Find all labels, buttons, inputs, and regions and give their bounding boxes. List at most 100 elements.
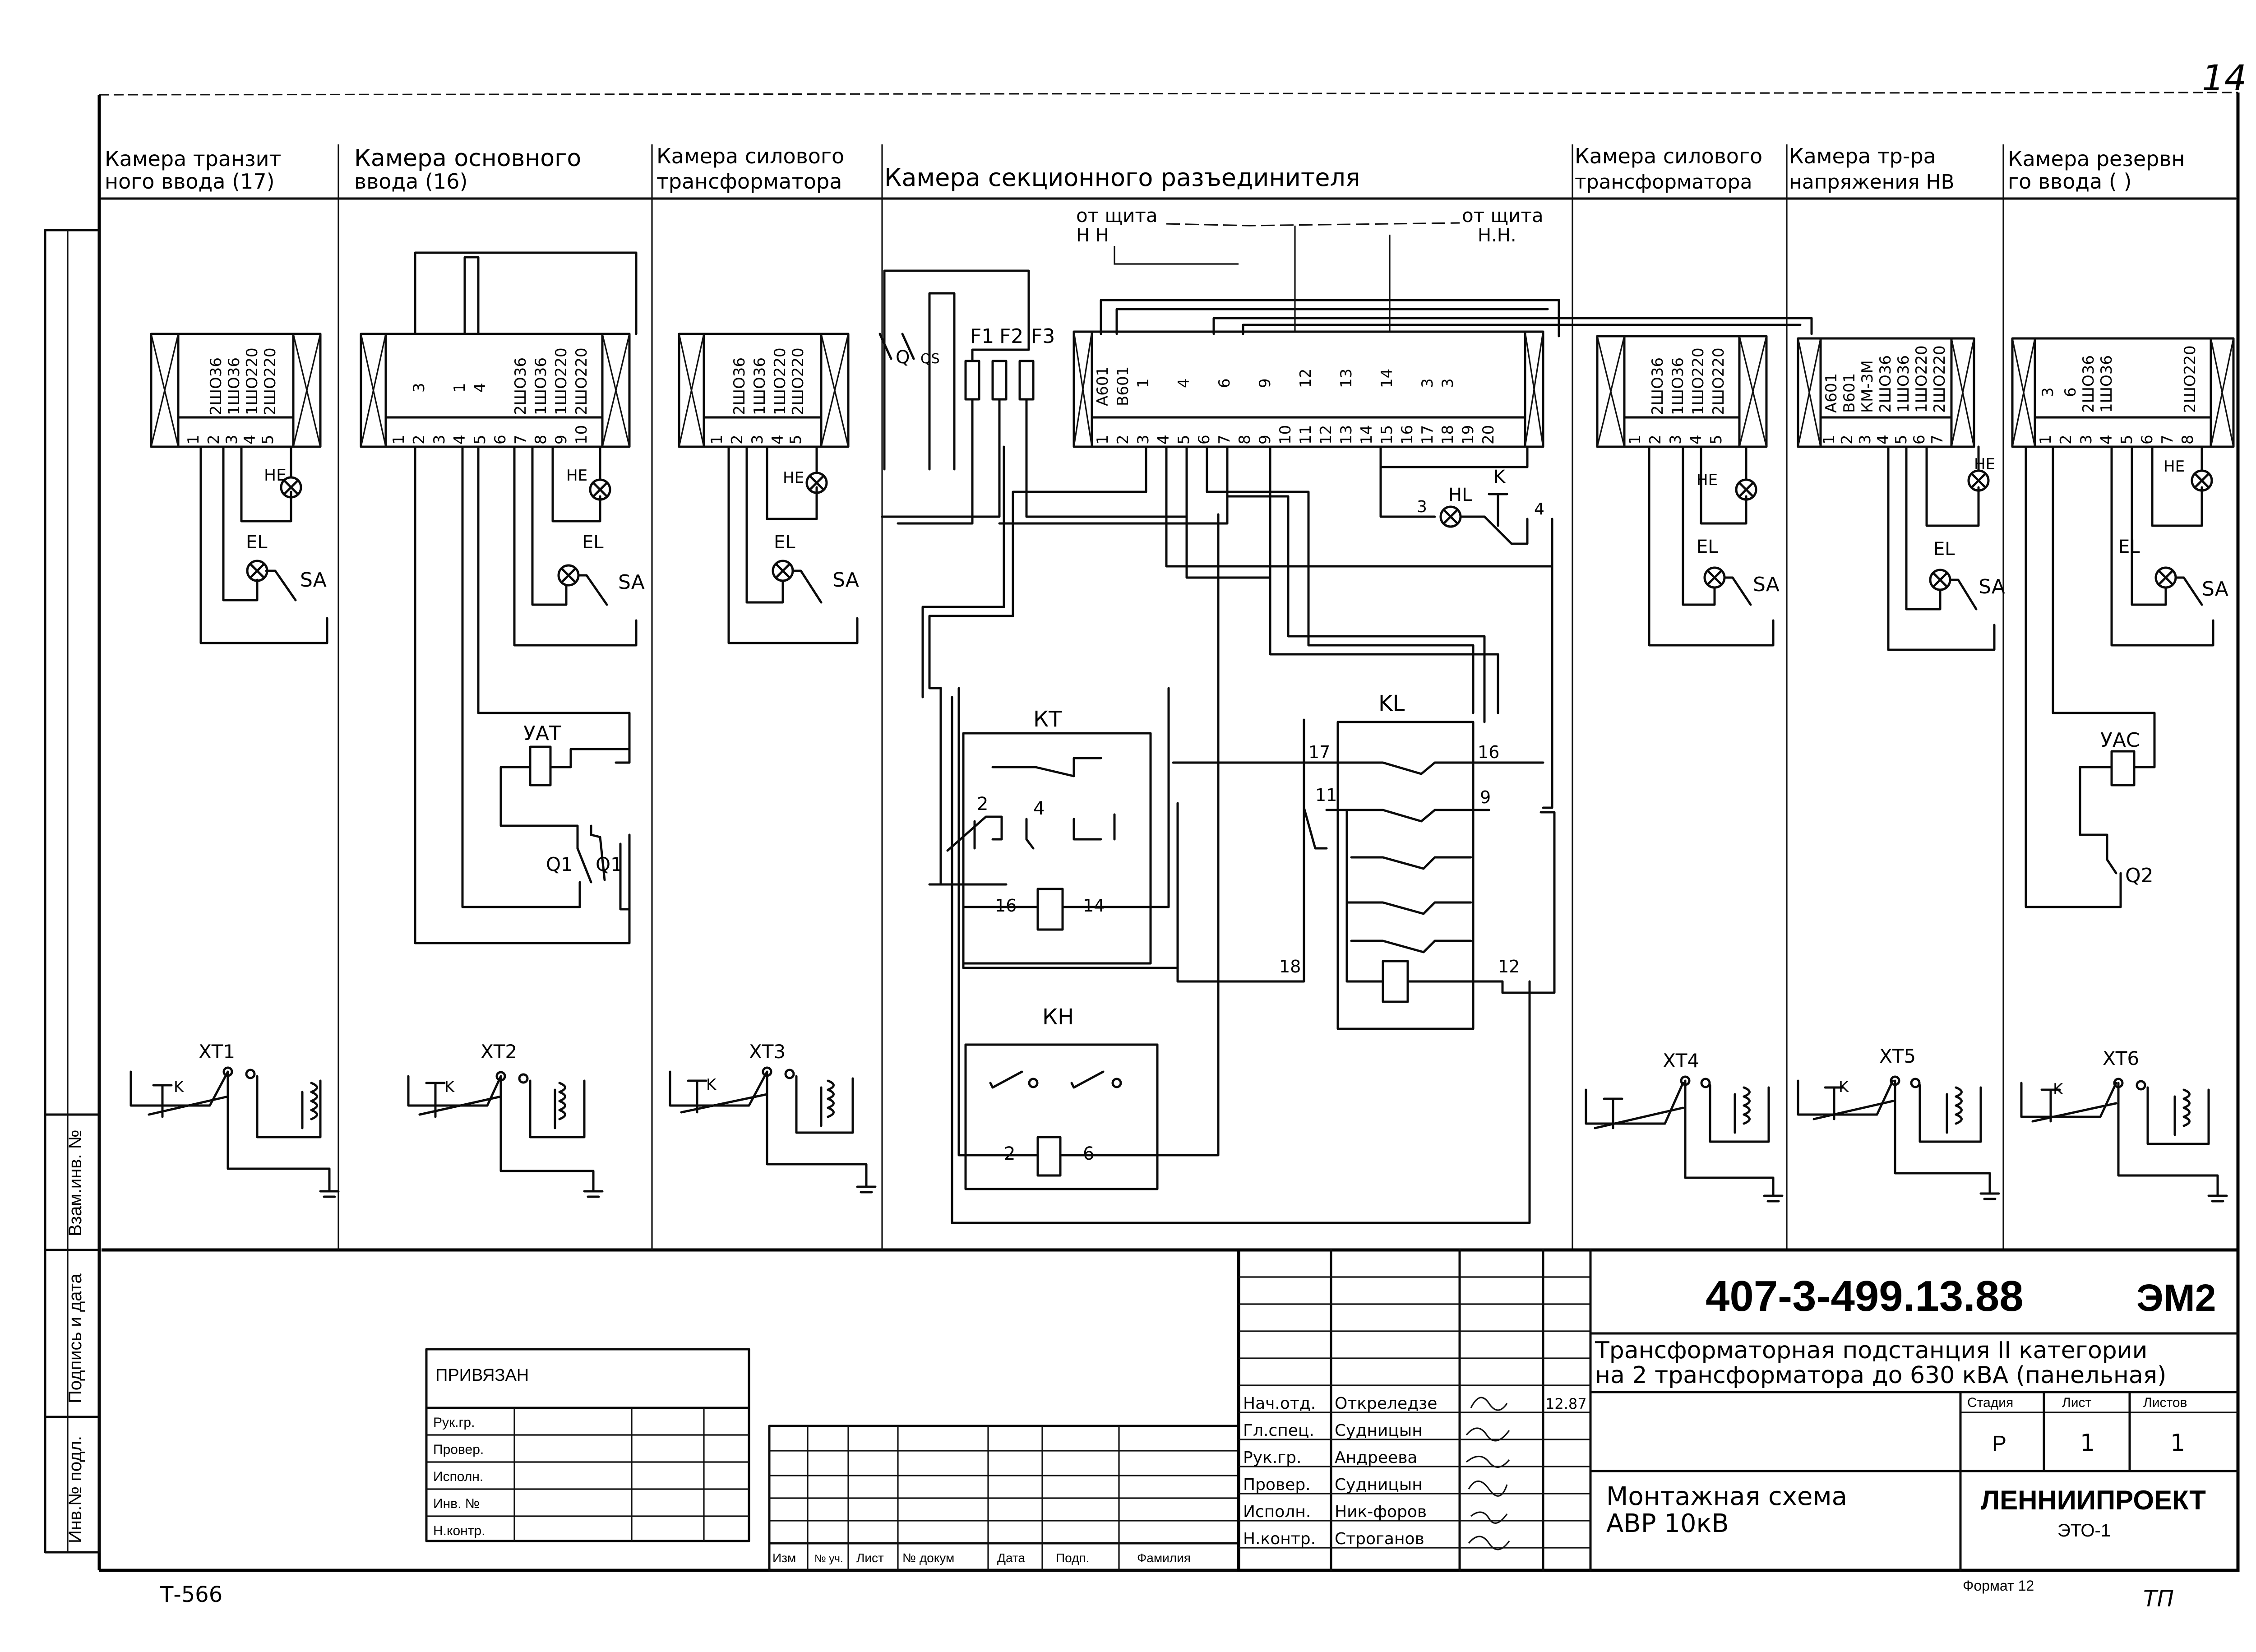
- tb2-num-2: 2: [410, 435, 428, 444]
- kt-label: КТ: [1033, 707, 1062, 732]
- tb4-num-15: 15: [1378, 425, 1396, 444]
- tb6-num-7: 7: [1928, 435, 1946, 444]
- terminal-block-1: [150, 333, 322, 448]
- tb4-wire-14: 14: [1378, 369, 1396, 388]
- he-label-1: НЕ: [264, 466, 287, 485]
- tb5-wire-1: 2ШО36: [1649, 357, 1667, 415]
- xt5-label: ХТ5: [1879, 1045, 1916, 1067]
- tb7-wire-1: 3: [2039, 387, 2057, 397]
- lamp-assemblies: НЕ EL SA НЕ EL SA НЕ EL SA НЕ: [199, 445, 2228, 651]
- sa-label-7: SA: [2202, 578, 2228, 601]
- sa-label-2: SA: [618, 571, 645, 594]
- tb1-num-4: 4: [241, 435, 259, 444]
- header-main-2: ввода (16): [354, 169, 467, 194]
- column-headers: Камера транзит ного ввода (17) Камера ос…: [105, 144, 2185, 194]
- header-vt-1: Камера тр-ра: [1789, 144, 1936, 168]
- sectional-wiring: [921, 445, 1556, 994]
- he-label-3: НЕ: [783, 469, 804, 487]
- name-3: Андреева: [1335, 1448, 1417, 1467]
- pin-2-kh: 2: [1004, 1143, 1015, 1164]
- tb2-num-4: 4: [451, 435, 469, 444]
- tb7-num-3: 3: [2077, 435, 2095, 444]
- side-stamp: Инв.№ подл. Подпись и дата Взам.инв. №: [44, 229, 101, 1554]
- sheet-value: 1: [2080, 1430, 2095, 1457]
- uac-label: УАС: [2100, 729, 2140, 752]
- tb6-num-1: 1: [1820, 435, 1838, 444]
- tb1-wire-4: 2ШО220: [261, 347, 279, 415]
- sheet-code: ЭМ2: [2136, 1277, 2216, 1319]
- tb7-num-2: 2: [2057, 435, 2075, 444]
- tb4-wire-12: 12: [1297, 369, 1315, 388]
- tb4-num-9: 9: [1256, 435, 1274, 444]
- header-transit-1: Камера транзит: [105, 147, 281, 171]
- sa-label-1: SA: [300, 569, 327, 592]
- pin-6-kh: 6: [1083, 1143, 1094, 1164]
- tb7-wire-4: 1ШО36: [2098, 355, 2116, 413]
- bound-row-3: Исполн.: [433, 1469, 483, 1484]
- kl-label: KL: [1378, 691, 1405, 716]
- sheets-head: Листов: [2143, 1395, 2187, 1410]
- pin-14-kt: 14: [1083, 896, 1105, 916]
- sheet-code-bottom-right: ТП: [2143, 1586, 2174, 1612]
- uac-circuit: УАС Q2: [2025, 445, 2156, 908]
- tb4-num-17: 17: [1419, 425, 1437, 444]
- header-reserve-2: го ввода ( ): [2008, 169, 2131, 194]
- tb4-wire-6: 6: [1216, 378, 1234, 388]
- date: 12.87: [1545, 1395, 1587, 1412]
- tb4-wire-1: 1: [1134, 378, 1152, 388]
- stage-head: Стадия: [1967, 1395, 2013, 1410]
- tb7-num-4: 4: [2098, 435, 2116, 444]
- tb4-num-8: 8: [1236, 435, 1254, 444]
- name-5: Ник-форов: [1335, 1503, 1427, 1521]
- header-transit-2: ного ввода (17): [105, 169, 275, 194]
- disconnector-and-fuses: Q QS F1 F2 F3: [878, 292, 1229, 525]
- col-sign: Подп.: [1056, 1551, 1089, 1565]
- sheets-value: 1: [2170, 1430, 2185, 1457]
- note-from-panel-1: от щита: [1076, 204, 1158, 227]
- tb4-wire-13: 13: [1337, 369, 1355, 388]
- tb6-num-5: 5: [1892, 435, 1910, 444]
- el-label-3: EL: [774, 532, 795, 553]
- stage-value: Р: [1992, 1432, 2006, 1456]
- page-number: 14: [2202, 58, 2247, 99]
- tb3-num-4: 4: [769, 435, 787, 444]
- title-block: Нач.отд. Гл.спец. Рук.гр. Провер. Исполн…: [1237, 1248, 2240, 1572]
- tb6-num-6: 6: [1910, 435, 1928, 444]
- revisions-table: Изм № уч. Лист № докум Дата Подп. Фамили…: [768, 1425, 1240, 1572]
- tb4-wire-3a: 3: [1419, 378, 1437, 388]
- signature-2: [1465, 1427, 1510, 1442]
- current-transformers: ХТ1 K ХТ2 K ХТ3 K ХТ4: [129, 1041, 2228, 1203]
- tb2-num-5: 5: [471, 435, 489, 444]
- signature-3: [1465, 1456, 1510, 1468]
- tb5-num-1: 1: [1626, 435, 1644, 444]
- tb2-wire-6: 1ШО36: [532, 357, 550, 415]
- bound-row-4: Инв. №: [433, 1496, 480, 1511]
- pin-17-kl: 17: [1308, 742, 1330, 762]
- name-2: Судницын: [1335, 1421, 1423, 1440]
- tb4-wire-a601: А601: [1094, 366, 1112, 406]
- name-1: Откреледзе: [1335, 1394, 1437, 1413]
- tb2-num-10: 10: [573, 425, 591, 444]
- tb5-wire-3: 1ШО220: [1689, 347, 1707, 415]
- tb3-num-2: 2: [728, 435, 746, 444]
- tb2-wire-8: 2ШО220: [573, 347, 591, 415]
- el-label-2: EL: [582, 532, 604, 553]
- tb4-num-18: 18: [1439, 425, 1457, 444]
- tb1-wire-2: 1ШО36: [225, 357, 243, 415]
- sheet-code-bottom-left: Т-566: [160, 1582, 222, 1607]
- tb7-num-6: 6: [2138, 435, 2156, 444]
- bound-row-1: Рук.гр.: [433, 1415, 475, 1430]
- role-3: Рук.гр.: [1243, 1448, 1301, 1467]
- terminal-block-7: [2011, 337, 2235, 448]
- uat-circuit: УАТ Q1 Q1: [414, 445, 631, 944]
- bus-lines: [414, 226, 1813, 471]
- tb4-num-5: 5: [1175, 435, 1193, 444]
- role-4: Провер.: [1243, 1476, 1311, 1494]
- tb4-wire-3b: 3: [1439, 378, 1457, 388]
- tb4-num-6: 6: [1195, 435, 1213, 444]
- tb4-num-16: 16: [1398, 425, 1416, 444]
- k-label-xt6: K: [2053, 1080, 2064, 1098]
- tb1-num-1: 1: [185, 435, 203, 444]
- xt2-label: ХТ2: [481, 1041, 517, 1063]
